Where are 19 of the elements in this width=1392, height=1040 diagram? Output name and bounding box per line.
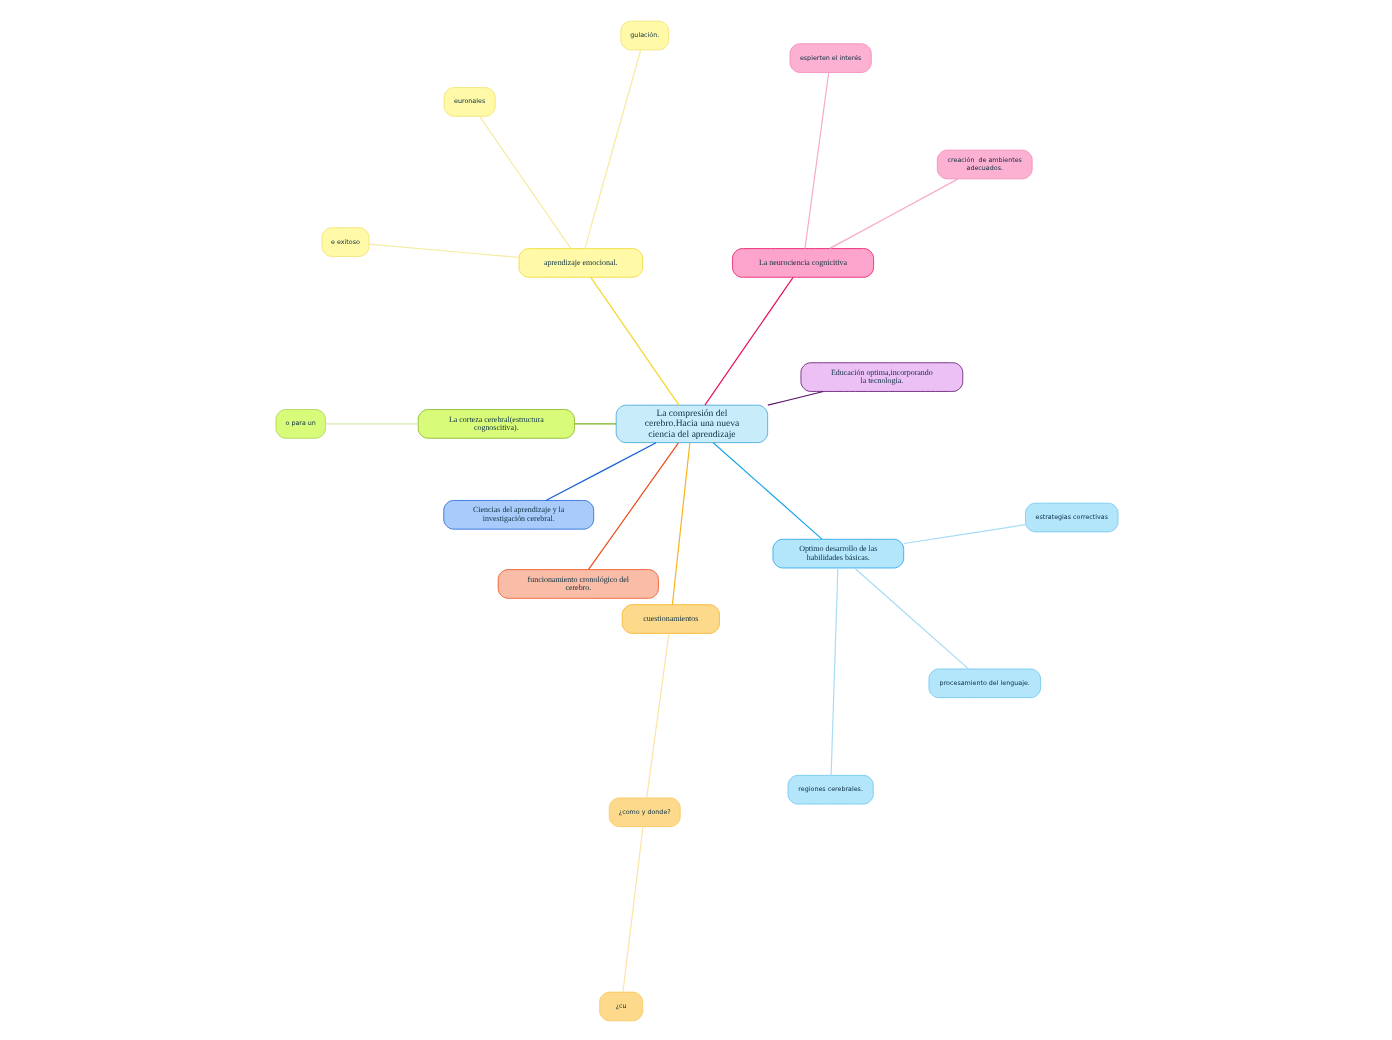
connector	[902, 523, 1026, 544]
connector	[803, 70, 829, 249]
connector	[711, 441, 822, 539]
connector	[544, 441, 656, 500]
connector	[829, 566, 838, 775]
connector	[828, 177, 958, 248]
connector	[323, 422, 418, 424]
connector	[478, 114, 571, 248]
connector	[587, 441, 679, 570]
connector	[645, 631, 669, 798]
connector	[766, 389, 823, 405]
connector	[703, 275, 793, 405]
connector	[583, 48, 641, 248]
connector	[589, 275, 679, 405]
connector	[573, 422, 616, 424]
connector	[367, 242, 519, 258]
connector	[670, 441, 690, 605]
connector	[852, 566, 969, 669]
connector	[621, 825, 643, 992]
